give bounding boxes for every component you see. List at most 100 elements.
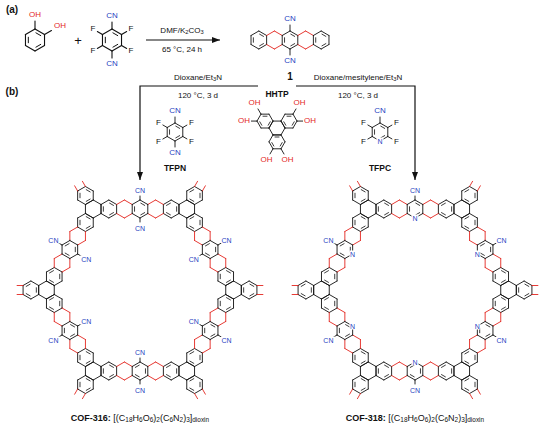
text-run: 6 xyxy=(444,416,448,423)
text-run: F xyxy=(129,46,134,55)
bond-line xyxy=(70,349,78,354)
text-run: N xyxy=(377,138,382,145)
text-run: CN xyxy=(81,318,91,325)
text-run: N xyxy=(412,359,417,366)
bond-line xyxy=(465,388,469,390)
reaction-arrow xyxy=(296,86,415,180)
bond-line xyxy=(101,214,109,219)
bond-line xyxy=(140,358,141,362)
bond-line xyxy=(202,191,203,200)
bond-line xyxy=(202,389,205,394)
text-run: CN xyxy=(169,106,181,115)
bond-line xyxy=(532,294,538,295)
bond-line xyxy=(46,295,54,300)
atom-label: CN xyxy=(188,256,200,263)
bond-line xyxy=(516,295,524,300)
bond-line xyxy=(166,365,170,367)
bond-line xyxy=(226,308,234,313)
bond-line xyxy=(385,375,389,377)
atom-label: CN xyxy=(47,337,59,344)
text-run: 3 xyxy=(367,91,371,100)
bond-line xyxy=(85,367,86,376)
bond-line xyxy=(70,322,78,327)
text-run: HHTP xyxy=(265,89,288,99)
bond-line xyxy=(167,137,175,142)
bond-line xyxy=(259,45,267,50)
bond-line xyxy=(210,259,211,268)
bond-line xyxy=(46,299,47,308)
bond-line xyxy=(485,268,493,273)
bond-line xyxy=(135,365,139,367)
text-run: OH xyxy=(29,10,41,19)
bond-line xyxy=(454,362,462,367)
bond-line xyxy=(462,200,470,205)
bond-line xyxy=(422,367,423,376)
bond-line xyxy=(54,259,55,268)
bond-line xyxy=(85,232,86,241)
bond-line xyxy=(501,295,509,300)
bond-line xyxy=(282,31,290,36)
bond-line xyxy=(273,121,281,122)
bond-line xyxy=(269,121,273,128)
bond-line xyxy=(46,281,54,286)
bond-line xyxy=(62,299,63,308)
bond-line xyxy=(218,308,226,313)
bond-line xyxy=(234,281,242,286)
bond-line xyxy=(171,362,179,367)
bond-line xyxy=(281,142,285,149)
bond-line xyxy=(187,214,195,219)
text-run: COF-316: xyxy=(71,413,111,423)
bond-line xyxy=(116,205,117,214)
bond-line xyxy=(163,137,167,140)
bond-line xyxy=(132,205,133,214)
bond-line xyxy=(257,114,261,121)
bond-line xyxy=(225,259,226,268)
bond-line xyxy=(298,45,306,50)
bond-line xyxy=(321,268,329,273)
atom-label: CN xyxy=(283,15,297,23)
bond-line xyxy=(204,328,205,333)
bond-line xyxy=(416,203,420,205)
text-run: OH xyxy=(54,21,66,30)
bond-line xyxy=(62,272,63,281)
text-run: 2 xyxy=(180,416,184,423)
bond-line xyxy=(202,186,205,191)
text-run: ) xyxy=(153,413,156,423)
bond-line xyxy=(220,274,221,279)
text-run: 6 xyxy=(169,416,173,423)
bond-line xyxy=(345,349,353,354)
bond-line xyxy=(210,340,211,349)
bond-line xyxy=(321,295,329,300)
bond-line xyxy=(148,200,156,205)
bond-line xyxy=(251,36,252,45)
bond-line xyxy=(293,109,296,114)
bond-line xyxy=(227,271,231,273)
bond-line xyxy=(438,214,446,219)
atom-label: F xyxy=(155,119,162,127)
bond-line xyxy=(176,136,180,138)
bond-line xyxy=(179,376,187,381)
bond-line xyxy=(270,149,273,154)
bond-line xyxy=(470,335,478,340)
bond-line xyxy=(190,226,194,228)
bond-line xyxy=(103,207,104,212)
atom-label: F xyxy=(89,47,96,55)
bond-line xyxy=(282,45,290,50)
bond-line xyxy=(194,205,195,214)
bond-line xyxy=(368,380,369,389)
text-run: h xyxy=(195,45,202,54)
atom-label: F xyxy=(188,138,195,146)
bond-line xyxy=(322,34,326,36)
bond-line xyxy=(101,367,102,376)
bond-line xyxy=(451,369,452,374)
bond-line xyxy=(110,213,114,215)
bond-line xyxy=(62,335,70,340)
bond-line xyxy=(202,241,210,246)
bond-line xyxy=(171,376,179,381)
bond-line xyxy=(376,200,384,205)
bond-line xyxy=(251,45,259,50)
bond-line xyxy=(190,217,194,219)
bond-line xyxy=(273,134,281,135)
text-run: N xyxy=(350,251,355,258)
